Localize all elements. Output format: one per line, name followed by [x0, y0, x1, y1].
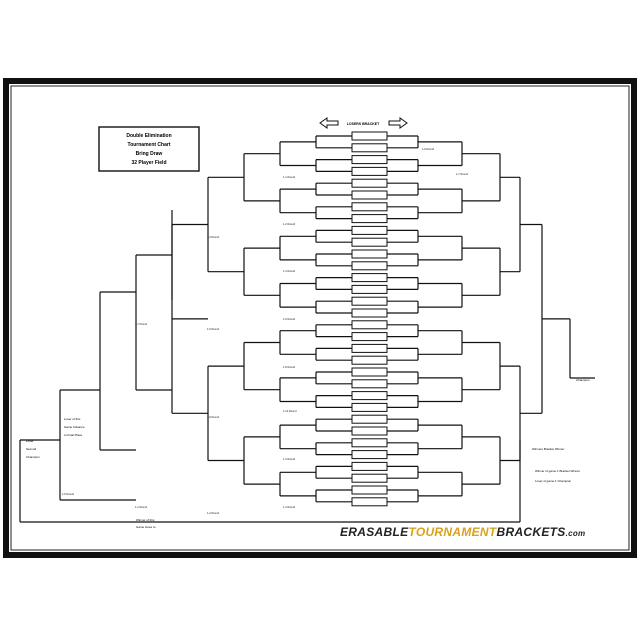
loser-note-line-1: Loser of this [64, 417, 81, 421]
place-note: Winner of this Game Goes to [136, 518, 156, 529]
seed-slot [351, 332, 388, 342]
seed-slot [351, 450, 388, 460]
round-labels: 1-1 Round 1-2 Round 1-3 Round 1-4 Round 1-5 … [62, 147, 469, 515]
seed-slot [351, 355, 388, 365]
side-note-2: Loser of game 1 Champion [535, 479, 572, 483]
left-arrow-icon [319, 117, 339, 129]
brand-suffix: .com [566, 529, 586, 538]
round-label: 1-8 Round [283, 365, 296, 369]
seeding-header: LOSERS BRACKET [347, 122, 380, 126]
brand-part-3: BRACKETS [497, 525, 566, 539]
title-line-3: Bring Draw [136, 151, 163, 157]
title-box: Double Elimination Tournament Chart Brin… [98, 126, 200, 172]
seed-slot [351, 414, 388, 424]
seed-slot [351, 426, 388, 436]
champion-label: Champion [576, 378, 590, 382]
final-note-line-2: Second [26, 447, 37, 451]
place-note-line-1: Winner of this [136, 518, 155, 522]
board-frame-inner [10, 85, 630, 551]
seed-slot [351, 296, 388, 306]
round-label: 1-6 Round [422, 147, 435, 151]
seed-slot [351, 143, 388, 153]
loser-note-line-2: Game Advance [64, 425, 85, 429]
seed-slot [351, 438, 388, 448]
seed-slot [351, 320, 388, 330]
winners-bracket-label: Winners Bracket Winner [532, 447, 564, 451]
seed-slot [351, 461, 388, 471]
direction-arrows: LOSERS BRACKET [319, 117, 408, 129]
seed-slot [351, 379, 388, 389]
round-label: 1-6 Round [283, 317, 296, 321]
bracket-lines [19, 135, 595, 523]
seed-slot [351, 308, 388, 318]
round-label: 1-2 Round [283, 222, 296, 226]
seed-slot [351, 131, 388, 141]
loser-note-line-3: to Final Place [64, 433, 83, 437]
seed-boxes [351, 131, 388, 507]
round-label: 1-5 Round [207, 327, 220, 331]
seed-slot [351, 225, 388, 235]
title-line-2: Tournament Chart [128, 142, 171, 148]
seed-slot [351, 284, 388, 294]
final-note-line-1: Loser [26, 439, 34, 443]
seed-slot [351, 155, 388, 165]
seed-slot [351, 190, 388, 200]
seed-slot [351, 367, 388, 377]
seed-slot [351, 473, 388, 483]
round-label: 1-3 Round [207, 235, 220, 239]
title-line-4: 32 Player Field [131, 160, 166, 166]
seed-slot [351, 497, 388, 507]
seed-slot [351, 166, 388, 176]
round-label: 1-7 Round [135, 322, 148, 326]
seed-slot [351, 343, 388, 353]
round-label: 1-5 Round [62, 492, 75, 496]
seed-slot [351, 202, 388, 212]
seed-slot [351, 391, 388, 401]
round-label: 1-3 Round [283, 457, 296, 461]
seed-slot [351, 178, 388, 188]
round-label: 1-9 Round [207, 415, 220, 419]
title-line-1: Double Elimination [126, 133, 171, 139]
loser-note: Loser of this Game Advance to Final Plac… [64, 417, 85, 437]
round-label: 1-7 Round [456, 172, 469, 176]
seed-slot [351, 214, 388, 224]
round-label: 1-4 Round [283, 505, 296, 509]
round-label: 1-1 Round [283, 175, 296, 179]
right-arrow-icon [388, 117, 408, 129]
final-note: Loser Second Champion [26, 439, 40, 459]
seed-slot [351, 237, 388, 247]
brand-part-1: ERASABLE [340, 525, 409, 539]
place-note-line-2: Game Goes to [136, 525, 156, 529]
brand-part-2: TOURNAMENT [408, 525, 497, 539]
seed-slot [351, 485, 388, 495]
round-label: 1-1 Round [135, 505, 148, 509]
round-label: 1-10 Round [283, 409, 297, 413]
round-label: 1-2 Round [207, 511, 220, 515]
final-note-line-3: Champion [26, 455, 40, 459]
seed-slot [351, 273, 388, 283]
round-label: 1-4 Round [283, 269, 296, 273]
seed-slot [351, 261, 388, 271]
seed-slot [351, 249, 388, 259]
side-note-1: Winner of game 1 Bracket Winner [535, 469, 580, 473]
brand-logo: ERASABLETOURNAMENTBRACKETS.com [340, 525, 585, 539]
seed-slot [351, 402, 388, 412]
